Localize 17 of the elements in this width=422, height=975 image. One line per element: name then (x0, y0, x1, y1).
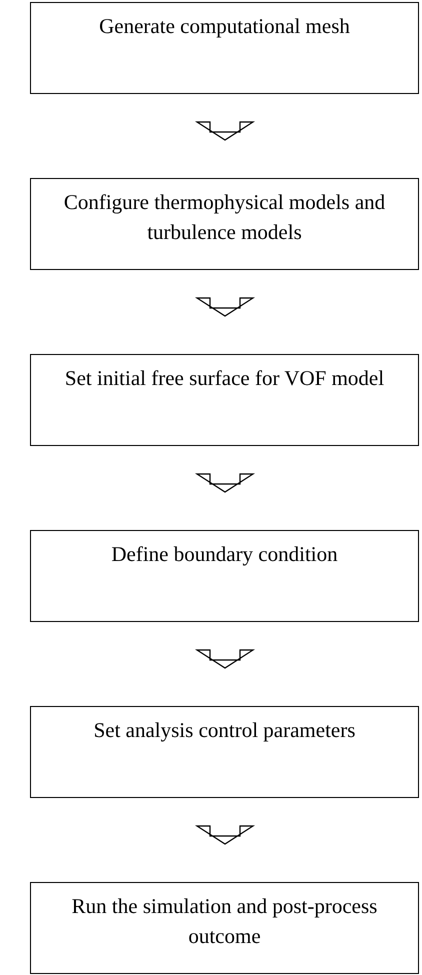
step-text: Define boundary condition (111, 541, 338, 568)
step-text: Run the simulation and post-process outcome (70, 893, 378, 950)
block-arrow (194, 473, 256, 493)
step-text: Configure thermophysical models and turbulence models (62, 189, 386, 246)
step-text: Set analysis control parameters (94, 717, 356, 744)
block-arrow (194, 121, 256, 141)
step-text: Generate computational mesh (99, 13, 350, 40)
block-arrow (194, 297, 256, 317)
process-box (30, 2, 419, 94)
block-arrow (194, 649, 256, 669)
step-text: Set initial free surface for VOF model (64, 365, 384, 392)
process-box (30, 706, 419, 798)
block-arrow (194, 825, 256, 845)
process-box (30, 882, 419, 974)
process-box (30, 530, 419, 622)
process-box (30, 178, 419, 270)
process-box (30, 354, 419, 446)
